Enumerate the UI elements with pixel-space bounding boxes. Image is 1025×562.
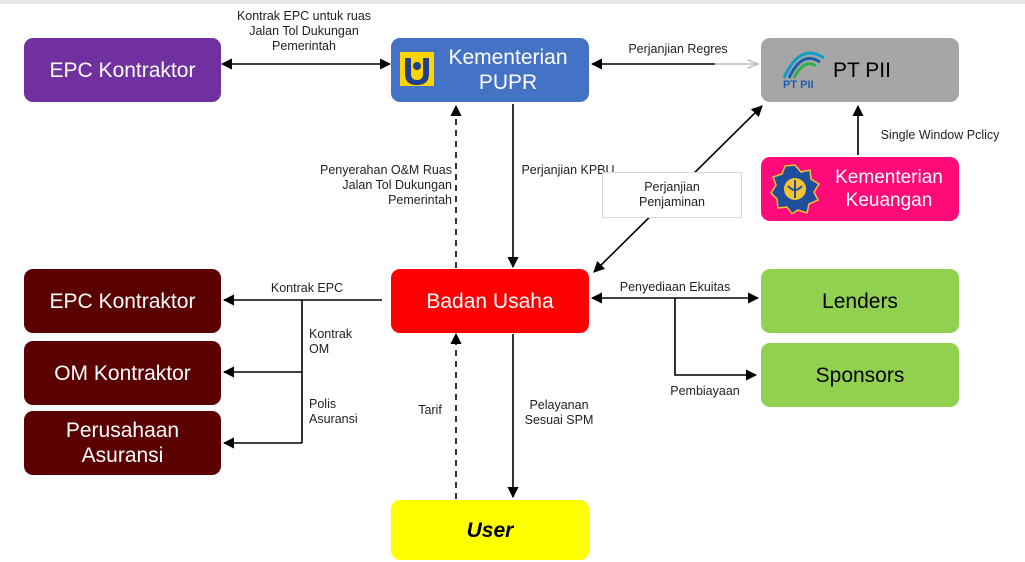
epc-kontraktor-top-label: EPC Kontraktor [49, 58, 196, 82]
epc-kontraktor-mid-box: EPC Kontraktor [24, 269, 221, 333]
perusahaan-asuransi-box: Perusahaan Asuransi [24, 411, 221, 475]
sponsors-box: Sponsors [761, 343, 959, 407]
epc-kontraktor-mid-label: EPC Kontraktor [49, 289, 196, 313]
user-box: User [391, 500, 589, 560]
badan-usaha-label: Badan Usaha [426, 289, 554, 313]
pt-pii-logo-text: PT PII [783, 79, 814, 90]
lenders-box: Lenders [761, 269, 959, 333]
label-tarif: Tarif [418, 403, 442, 417]
label-single-window: Single Window Pclicy [880, 128, 1000, 142]
om-kontraktor-label: OM Kontraktor [54, 361, 191, 385]
label-polis-asuransi: Polis Asuransi [309, 397, 358, 426]
user-label: User [466, 518, 514, 542]
label-pelayanan-spm: Pelayanan Sesuai SPM [524, 398, 594, 427]
label-kontrak-epc-ruas: Kontrak EPC untuk ruas Jalan Tol Dukunga… [236, 9, 372, 53]
perusahaan-asuransi-label: Perusahaan Asuransi [65, 419, 180, 467]
kemenkeu-logo-icon [770, 164, 820, 214]
label-penyerahan: Penyerahan O&M Ruas Jalan Tol Dukungan P… [319, 163, 452, 207]
label-kontrak-om: Kontrak OM [309, 327, 353, 356]
label-penyediaan-ekuitas: Penyediaan Ekuitas [619, 280, 731, 294]
top-divider [0, 0, 1025, 4]
label-perjanjian-penjaminan: Perjanjian Penjaminan [602, 172, 742, 218]
kementerian-pupr-label: Kementerian PUPR [448, 46, 568, 94]
om-kontraktor-box: OM Kontraktor [24, 341, 221, 405]
kementerian-keuangan-label: Kementerian Keuangan [835, 167, 943, 211]
label-perjanjian-regres: Perjanjian Regres [628, 42, 728, 56]
pupr-logo-icon [400, 52, 434, 86]
label-perjanjian-kpbu: Perjanjian KPBU [521, 163, 615, 177]
pt-pii-label: PT PII [833, 58, 891, 82]
sponsors-label: Sponsors [815, 363, 905, 387]
label-kontrak-epc: Kontrak EPC [270, 281, 344, 295]
epc-kontraktor-top-box: EPC Kontraktor [24, 38, 221, 102]
badan-usaha-box: Badan Usaha [391, 269, 589, 333]
label-pembiayaan: Pembiayaan [670, 384, 740, 398]
lenders-label: Lenders [822, 289, 898, 313]
pt-pii-logo-icon: PT PII [782, 51, 825, 90]
